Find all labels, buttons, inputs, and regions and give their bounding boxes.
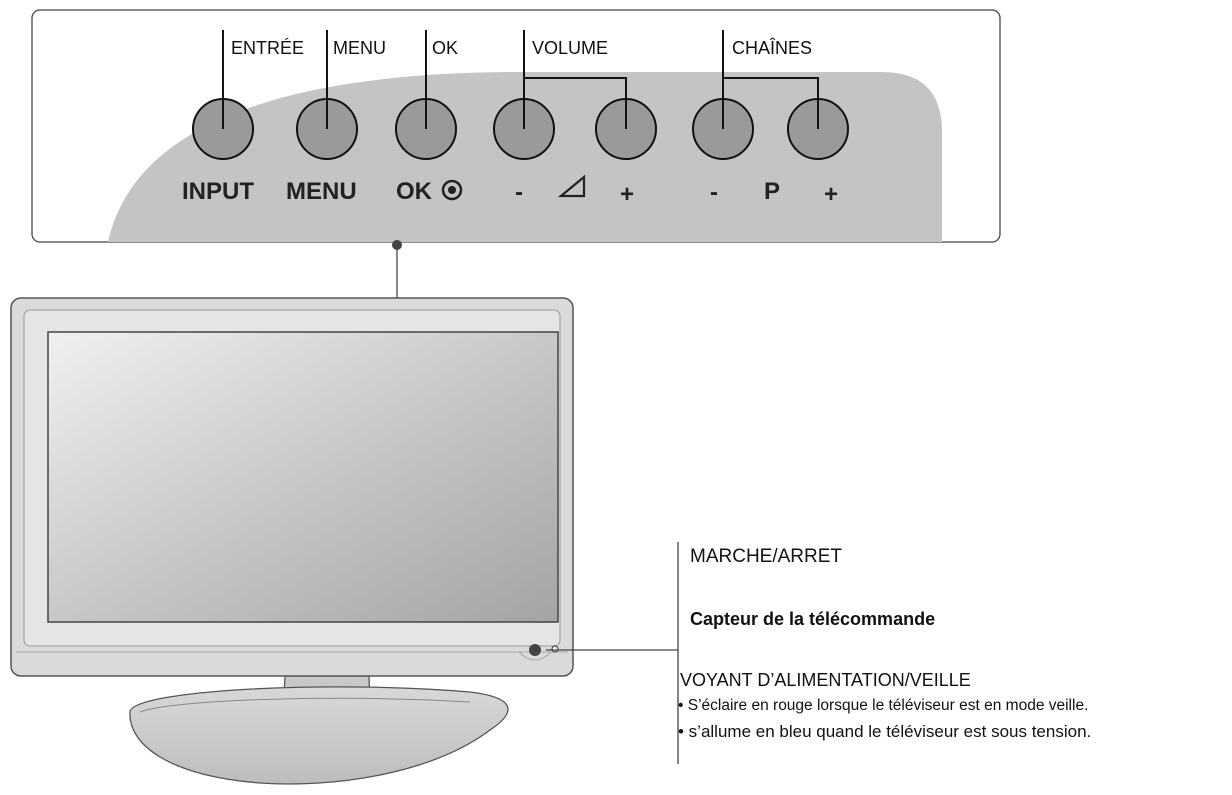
ok-symbol-icon — [441, 179, 463, 201]
callout-input: ENTRÉE — [231, 38, 304, 58]
power-label: MARCHE/ARRET — [690, 546, 843, 567]
label-input: INPUT — [182, 178, 254, 205]
panel-connector-dot — [392, 240, 402, 250]
callout-channels: CHAÎNES — [732, 38, 812, 58]
callout-menu: MENU — [333, 38, 386, 58]
label-ok: OK — [396, 178, 433, 205]
callout-volume: VOLUME — [532, 38, 608, 58]
indicator-note-standby: • S’éclaire en rouge lorsque le télévise… — [678, 697, 1089, 714]
callout-ok: OK — [432, 38, 458, 58]
tv-screen — [47, 331, 559, 623]
label-volume-plus: + — [620, 181, 634, 208]
side-callout-lines — [546, 542, 679, 764]
indicator-note-on: • s’allume en bleu quand le téléviseur e… — [678, 722, 1092, 741]
power-button[interactable] — [529, 644, 541, 656]
tv-body — [10, 297, 574, 677]
power-indicator-light — [551, 645, 559, 653]
callout-lines — [222, 30, 819, 129]
label-volume-minus: - — [515, 179, 523, 206]
label-channel-plus: + — [824, 181, 838, 208]
volume-icon — [557, 174, 586, 198]
power-indicator-label: VOYANT D’ALIMENTATION/VEILLE — [680, 670, 971, 690]
label-channel-p: P — [764, 178, 780, 205]
tv-stand — [129, 675, 509, 785]
remote-sensor-label: Capteur de la télécommande — [690, 609, 936, 629]
label-channel-minus: - — [710, 179, 718, 206]
label-menu: MENU — [286, 178, 357, 205]
